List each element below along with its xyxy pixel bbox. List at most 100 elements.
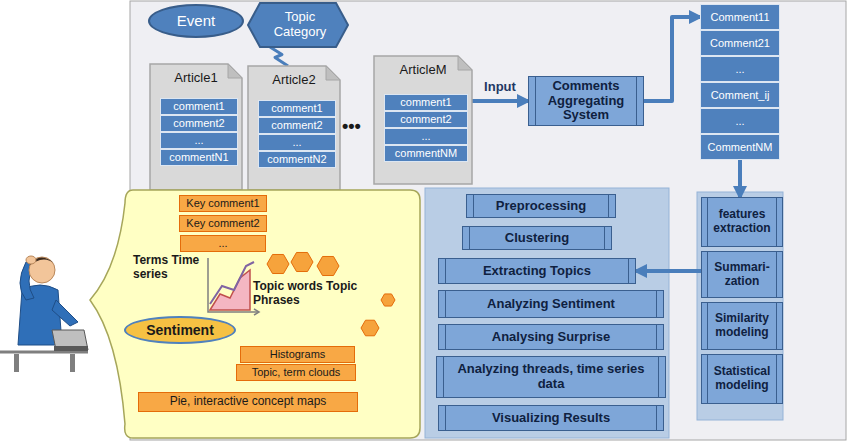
sentiment-ellipse: Sentiment: [124, 316, 236, 344]
comment-cell: ...: [160, 132, 238, 149]
article-document: ArticleM comment1 comment2... commentNM: [374, 56, 472, 184]
edge-label: Input: [484, 79, 516, 94]
process-box: Clustering: [462, 226, 612, 250]
comment-cell: commentNM: [384, 145, 468, 162]
node-text: Extracting Topics: [483, 264, 591, 279]
process-box: Extracting Topics: [438, 258, 636, 284]
comment-cell: commentN2: [258, 151, 336, 168]
outer-panel: [130, 1, 846, 440]
comment-cell: commentN1: [160, 149, 238, 166]
node-text: Comment21: [710, 37, 770, 50]
comment-cell: comment1: [384, 94, 468, 111]
node-text: Clustering: [505, 231, 569, 246]
process-box: Summari- zation: [701, 251, 783, 298]
flow-arrow: [472, 99, 528, 103]
node-text: Topic Category: [262, 10, 338, 40]
time-series-chart: [208, 258, 259, 315]
lightning-link: [270, 47, 288, 66]
process-box: features extraction: [701, 197, 783, 247]
node-text: comment2: [271, 119, 322, 132]
node-text: ArticleM: [400, 63, 447, 78]
node-text: comment2: [173, 117, 224, 130]
callout-shape: [90, 190, 420, 438]
node-text: features extraction: [711, 208, 773, 236]
comment-cell: Comment11: [700, 4, 780, 30]
node-text: ...: [292, 136, 301, 149]
comment-cell: comment2: [258, 117, 336, 134]
process-box: Preprocessing: [466, 194, 616, 218]
document-fold: [326, 66, 340, 80]
document-shape: [150, 64, 242, 190]
node-text: comment1: [400, 96, 451, 109]
comment-cell: ...: [700, 108, 780, 134]
node-text: Topic words Topic Phrases: [253, 280, 358, 308]
result-callout: Terms Time seriesTopic words Topic Phras…: [88, 188, 422, 440]
comment-cell: ...: [384, 128, 468, 145]
process-box: Analyzing Sentiment: [438, 290, 664, 318]
node-text: Key comment2: [186, 217, 259, 230]
flow-arrow: [636, 269, 701, 273]
result-box: Key comment1: [179, 195, 266, 212]
result-box: Histograms: [240, 346, 355, 363]
node-text: Summari- zation: [711, 261, 773, 289]
node-text: Topic, term clouds: [252, 366, 341, 379]
node-text: Event: [177, 12, 215, 29]
node-text: Comments Aggregating System: [541, 79, 631, 124]
node-text: commentNM: [395, 147, 457, 160]
node-text: Comment_ij: [711, 89, 770, 102]
comment-cell: comment2: [384, 111, 468, 128]
comment-cell: CommentNM: [700, 134, 780, 160]
node-text: Preprocessing: [496, 199, 586, 214]
node-text: Pie, interactive concept maps: [170, 395, 327, 409]
node-text: commentN1: [169, 151, 228, 164]
process-box: Similarity modeling: [701, 302, 783, 350]
comment-cell: comment1: [160, 98, 238, 115]
result-box: Topic, term clouds: [236, 364, 356, 381]
document-fold: [458, 56, 472, 70]
process-box: Comments Aggregating System: [528, 76, 644, 126]
node-text: CommentNM: [708, 141, 773, 154]
document-fold: [228, 64, 242, 78]
node-text: Analyzing threads, time series data: [449, 362, 653, 392]
node-text: Visualizing Results: [492, 411, 610, 426]
result-box: Pie, interactive concept maps: [138, 392, 358, 412]
node-text: Analyzing Sentiment: [487, 297, 615, 312]
node-text: Article2: [272, 73, 315, 88]
node-text: Terms Time series: [133, 254, 200, 282]
flow-arrow: [644, 17, 700, 101]
result-box: Key comment2: [179, 215, 266, 232]
node-text: Statistical modeling: [711, 365, 773, 393]
ellipsis-label: •••: [342, 116, 361, 137]
event-ellipse: Event: [148, 4, 244, 38]
node-text: Comment11: [710, 11, 769, 24]
flow-arrow: [738, 160, 742, 197]
comment-cell: comment2: [160, 115, 238, 132]
comment-cell: ...: [700, 56, 780, 82]
process-box: Analysing Surprise: [438, 324, 664, 350]
node-text: Sentiment: [146, 322, 214, 338]
node-text: ...: [194, 134, 203, 147]
node-text: ...: [735, 63, 744, 76]
node-text: Article1: [174, 71, 217, 86]
comment-cell: Comment21: [700, 30, 780, 56]
user-illustration: [0, 256, 88, 372]
analysis-panel: [425, 188, 669, 438]
document-shape: [374, 56, 472, 184]
process-box: Statistical modeling: [701, 354, 783, 404]
node-text: ...: [421, 130, 430, 143]
article-document: Article1 comment1 comment2... commentN1: [150, 64, 242, 190]
process-box: Analyzing threads, time series data: [436, 356, 666, 398]
hexagon-shape: [248, 3, 348, 47]
node-text: comment1: [271, 102, 322, 115]
node-text: Similarity modeling: [711, 312, 773, 340]
node-text: ...: [735, 115, 744, 128]
methods-panel: [697, 192, 783, 420]
node-text: Histograms: [270, 348, 326, 361]
result-box: ...: [180, 235, 266, 252]
node-text: Analysing Surprise: [492, 330, 610, 345]
node-text: commentN2: [267, 153, 326, 166]
node-text: comment1: [173, 100, 224, 113]
comment-cell: ...: [258, 134, 336, 151]
node-text: ...: [218, 237, 227, 250]
comment-cell: comment1: [258, 100, 336, 117]
